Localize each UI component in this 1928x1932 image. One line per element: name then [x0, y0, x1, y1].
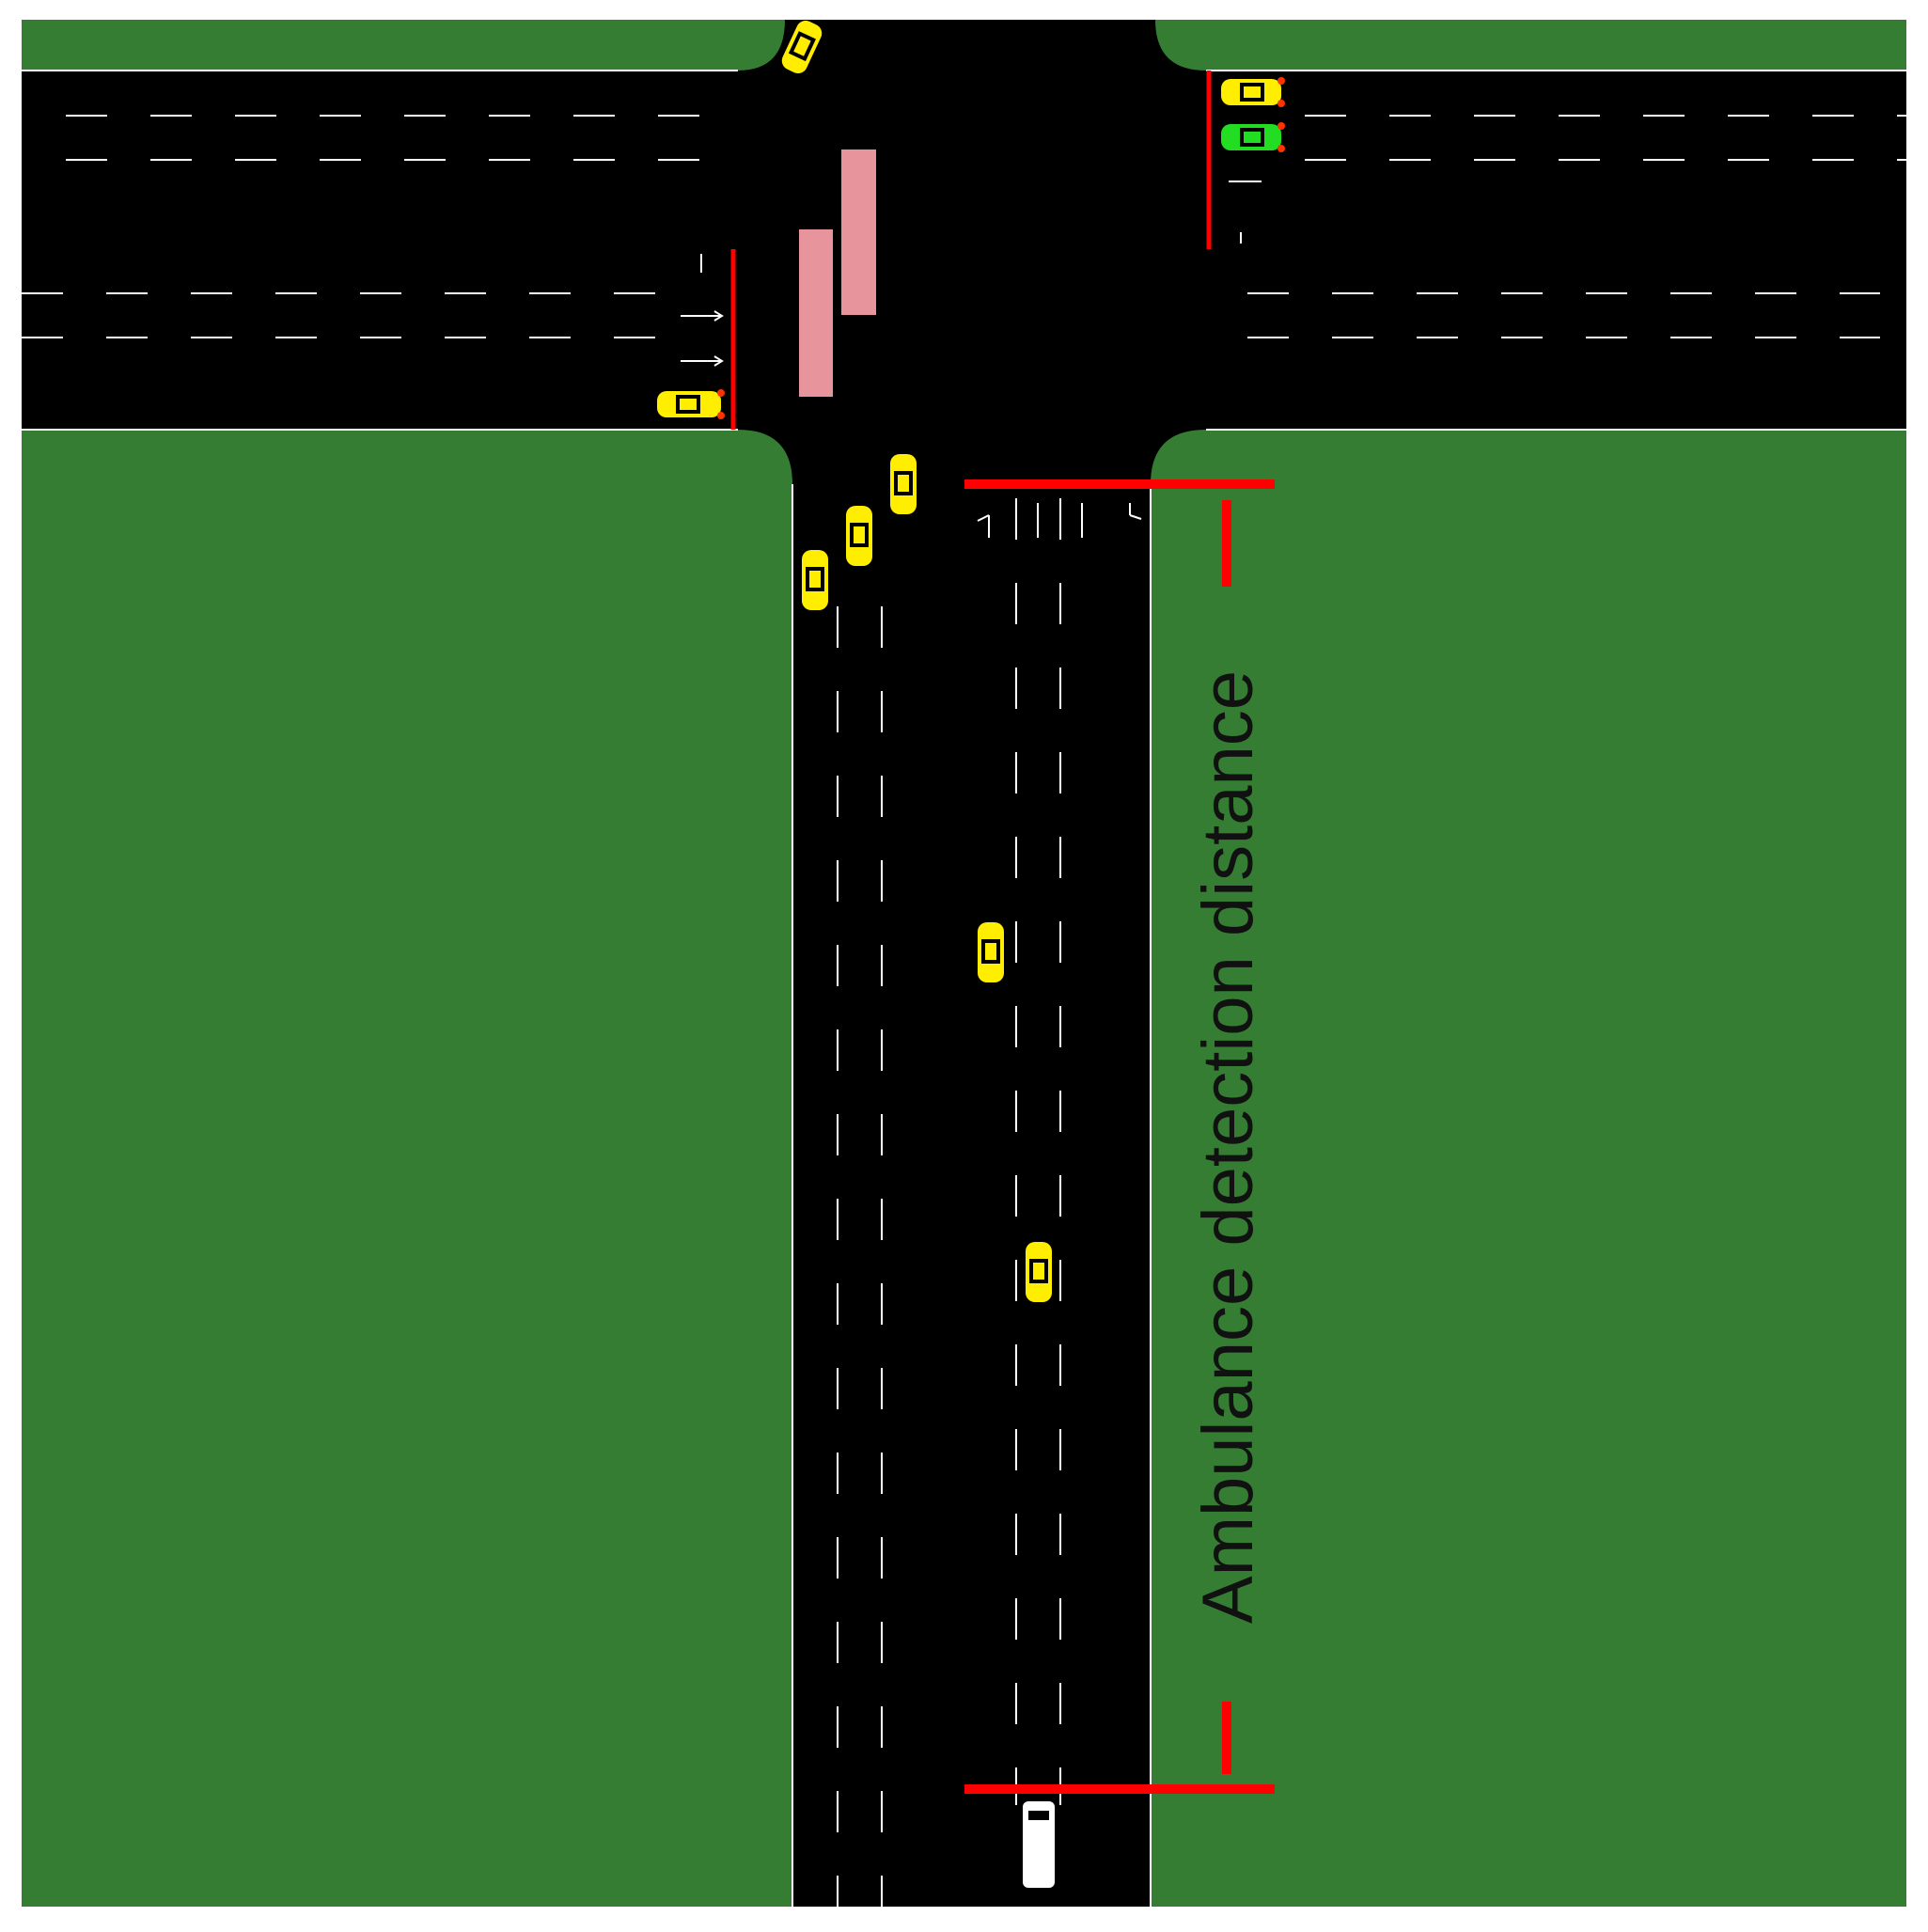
vehicle-car-south-2 — [846, 506, 872, 566]
crossing-block-right — [841, 149, 876, 315]
curb-corner-se — [1151, 430, 1206, 484]
vehicle-car-east-yellow — [1221, 77, 1285, 107]
vehicle-car-south-5 — [1026, 1242, 1052, 1302]
vehicle-car-west — [657, 389, 725, 419]
vehicle-car-south-1 — [890, 454, 917, 514]
stop-lines — [730, 71, 1212, 430]
south-road — [792, 423, 1151, 1907]
horizontal-road — [22, 71, 1906, 430]
curb-corner-nw — [738, 20, 785, 71]
lane-dashes-west — [22, 115, 700, 338]
detection-distance-label: Ambulance detection distance — [1188, 670, 1268, 1624]
curb-corner-ne — [1155, 20, 1206, 71]
road-edge-lines — [22, 70, 1906, 1907]
lane-dashes-east — [1247, 115, 1906, 338]
vehicle-car-south-4 — [978, 922, 1004, 982]
vehicle-car-south-3 — [802, 550, 828, 610]
vehicle-car-east-green — [1221, 122, 1285, 152]
vehicle-ambulance — [1023, 1801, 1055, 1888]
turn-arrows — [681, 181, 1262, 538]
curb-corner-sw — [738, 430, 792, 484]
north-road-stub — [785, 20, 1155, 76]
vehicle-car-north — [781, 20, 823, 74]
crossing-block-left — [799, 229, 833, 397]
detection-distance-marker — [964, 479, 1275, 1794]
